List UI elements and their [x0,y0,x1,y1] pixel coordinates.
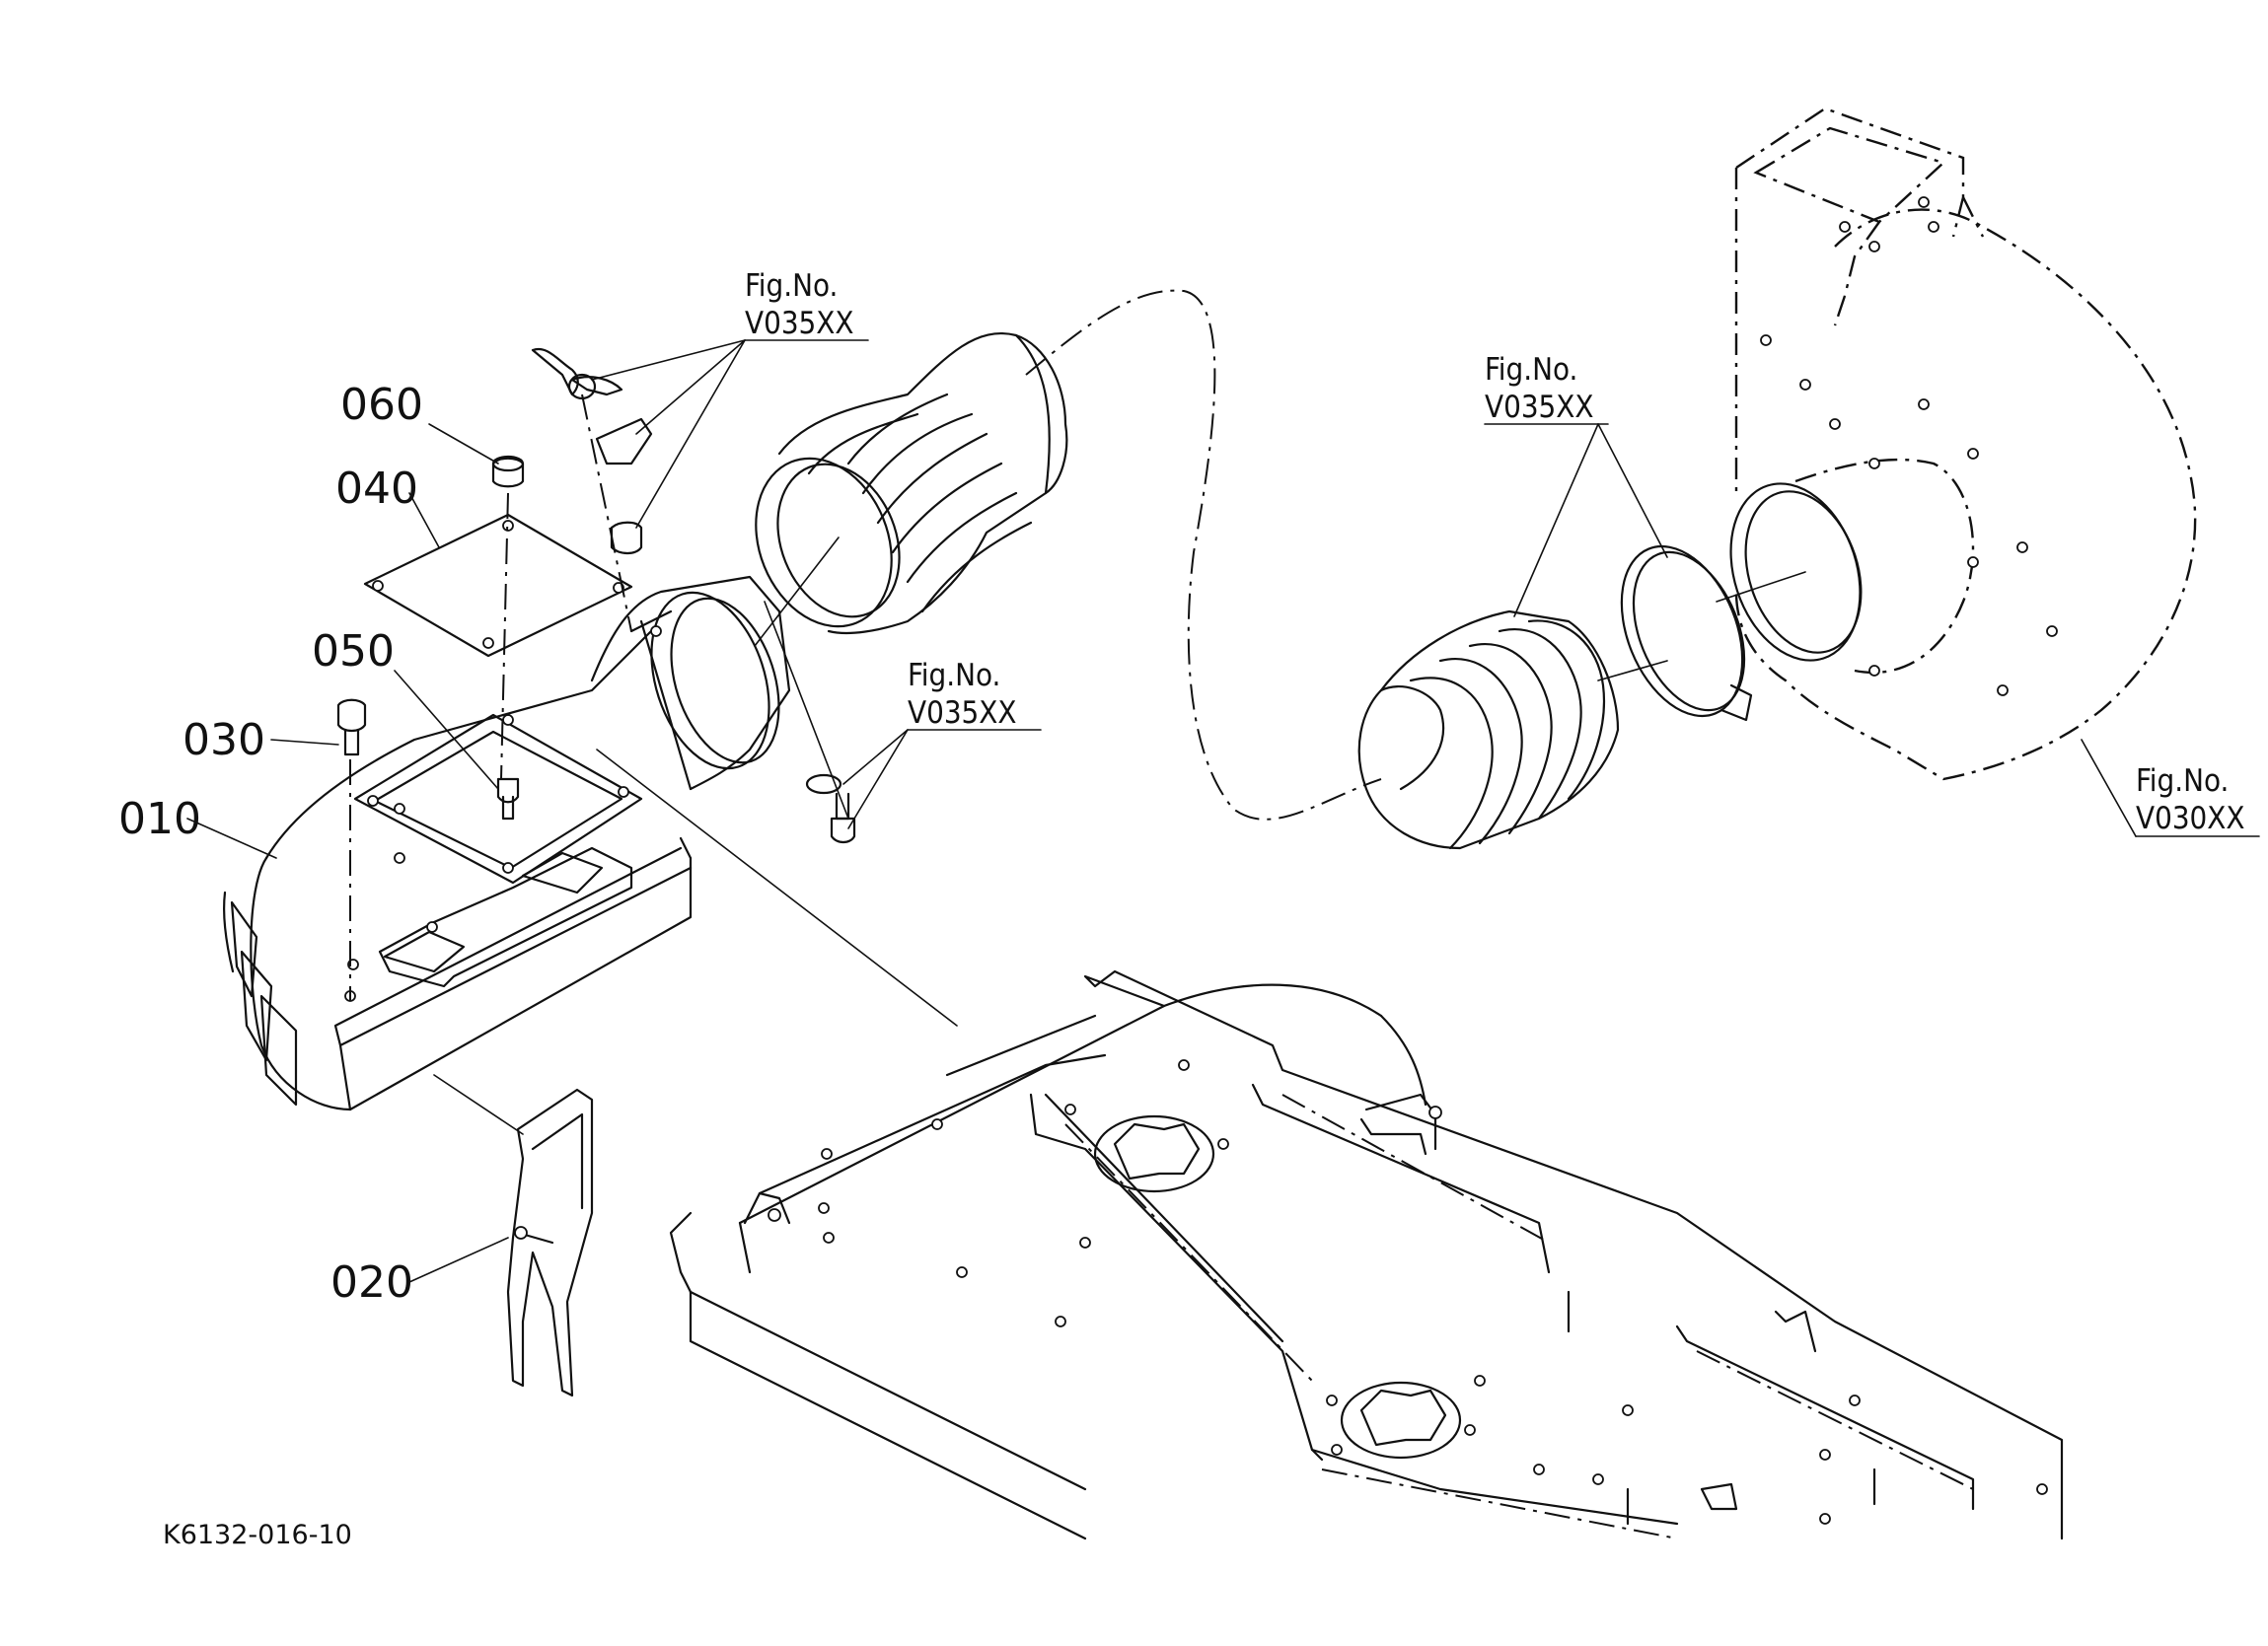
fig-ref-code: V035XX [745,306,854,341]
fig-ref-label: Fig.No. [1485,352,1577,388]
fig-ref-label: Fig.No. [745,268,838,304]
fig-ref-code: V030XX [2136,801,2245,836]
flex-hose-lower [1357,544,1806,850]
part-label-030: 030 [183,715,265,765]
mower-deck [669,969,2064,1540]
part-label-050: 050 [312,626,395,677]
cover-plate [363,513,633,658]
part-label-020: 020 [330,1257,413,1308]
drawing-code: K6132-016-10 [163,1520,352,1550]
part-labels: 060 040 050 030 010 020 [118,380,423,1308]
fig-ref-label: Fig.No. [908,658,1000,693]
part-label-040: 040 [335,464,418,514]
figure-references: Fig.No. V035XX Fig.No. V035XX Fig.No. V0… [745,268,2245,836]
chute-housing [223,575,791,1111]
fig-ref-code: V035XX [908,695,1017,731]
fasteners [336,347,856,1001]
flex-hose-upper [754,332,1068,647]
flow-path [1025,289,1382,821]
fig-ref-label: Fig.No. [2136,763,2229,799]
baffle [506,1088,594,1397]
blower-housing [1729,107,2197,781]
part-label-060: 060 [340,380,423,430]
part-label-010: 010 [118,794,201,844]
leader-lines [186,339,2260,1283]
fig-ref-code: V035XX [1485,390,1594,425]
